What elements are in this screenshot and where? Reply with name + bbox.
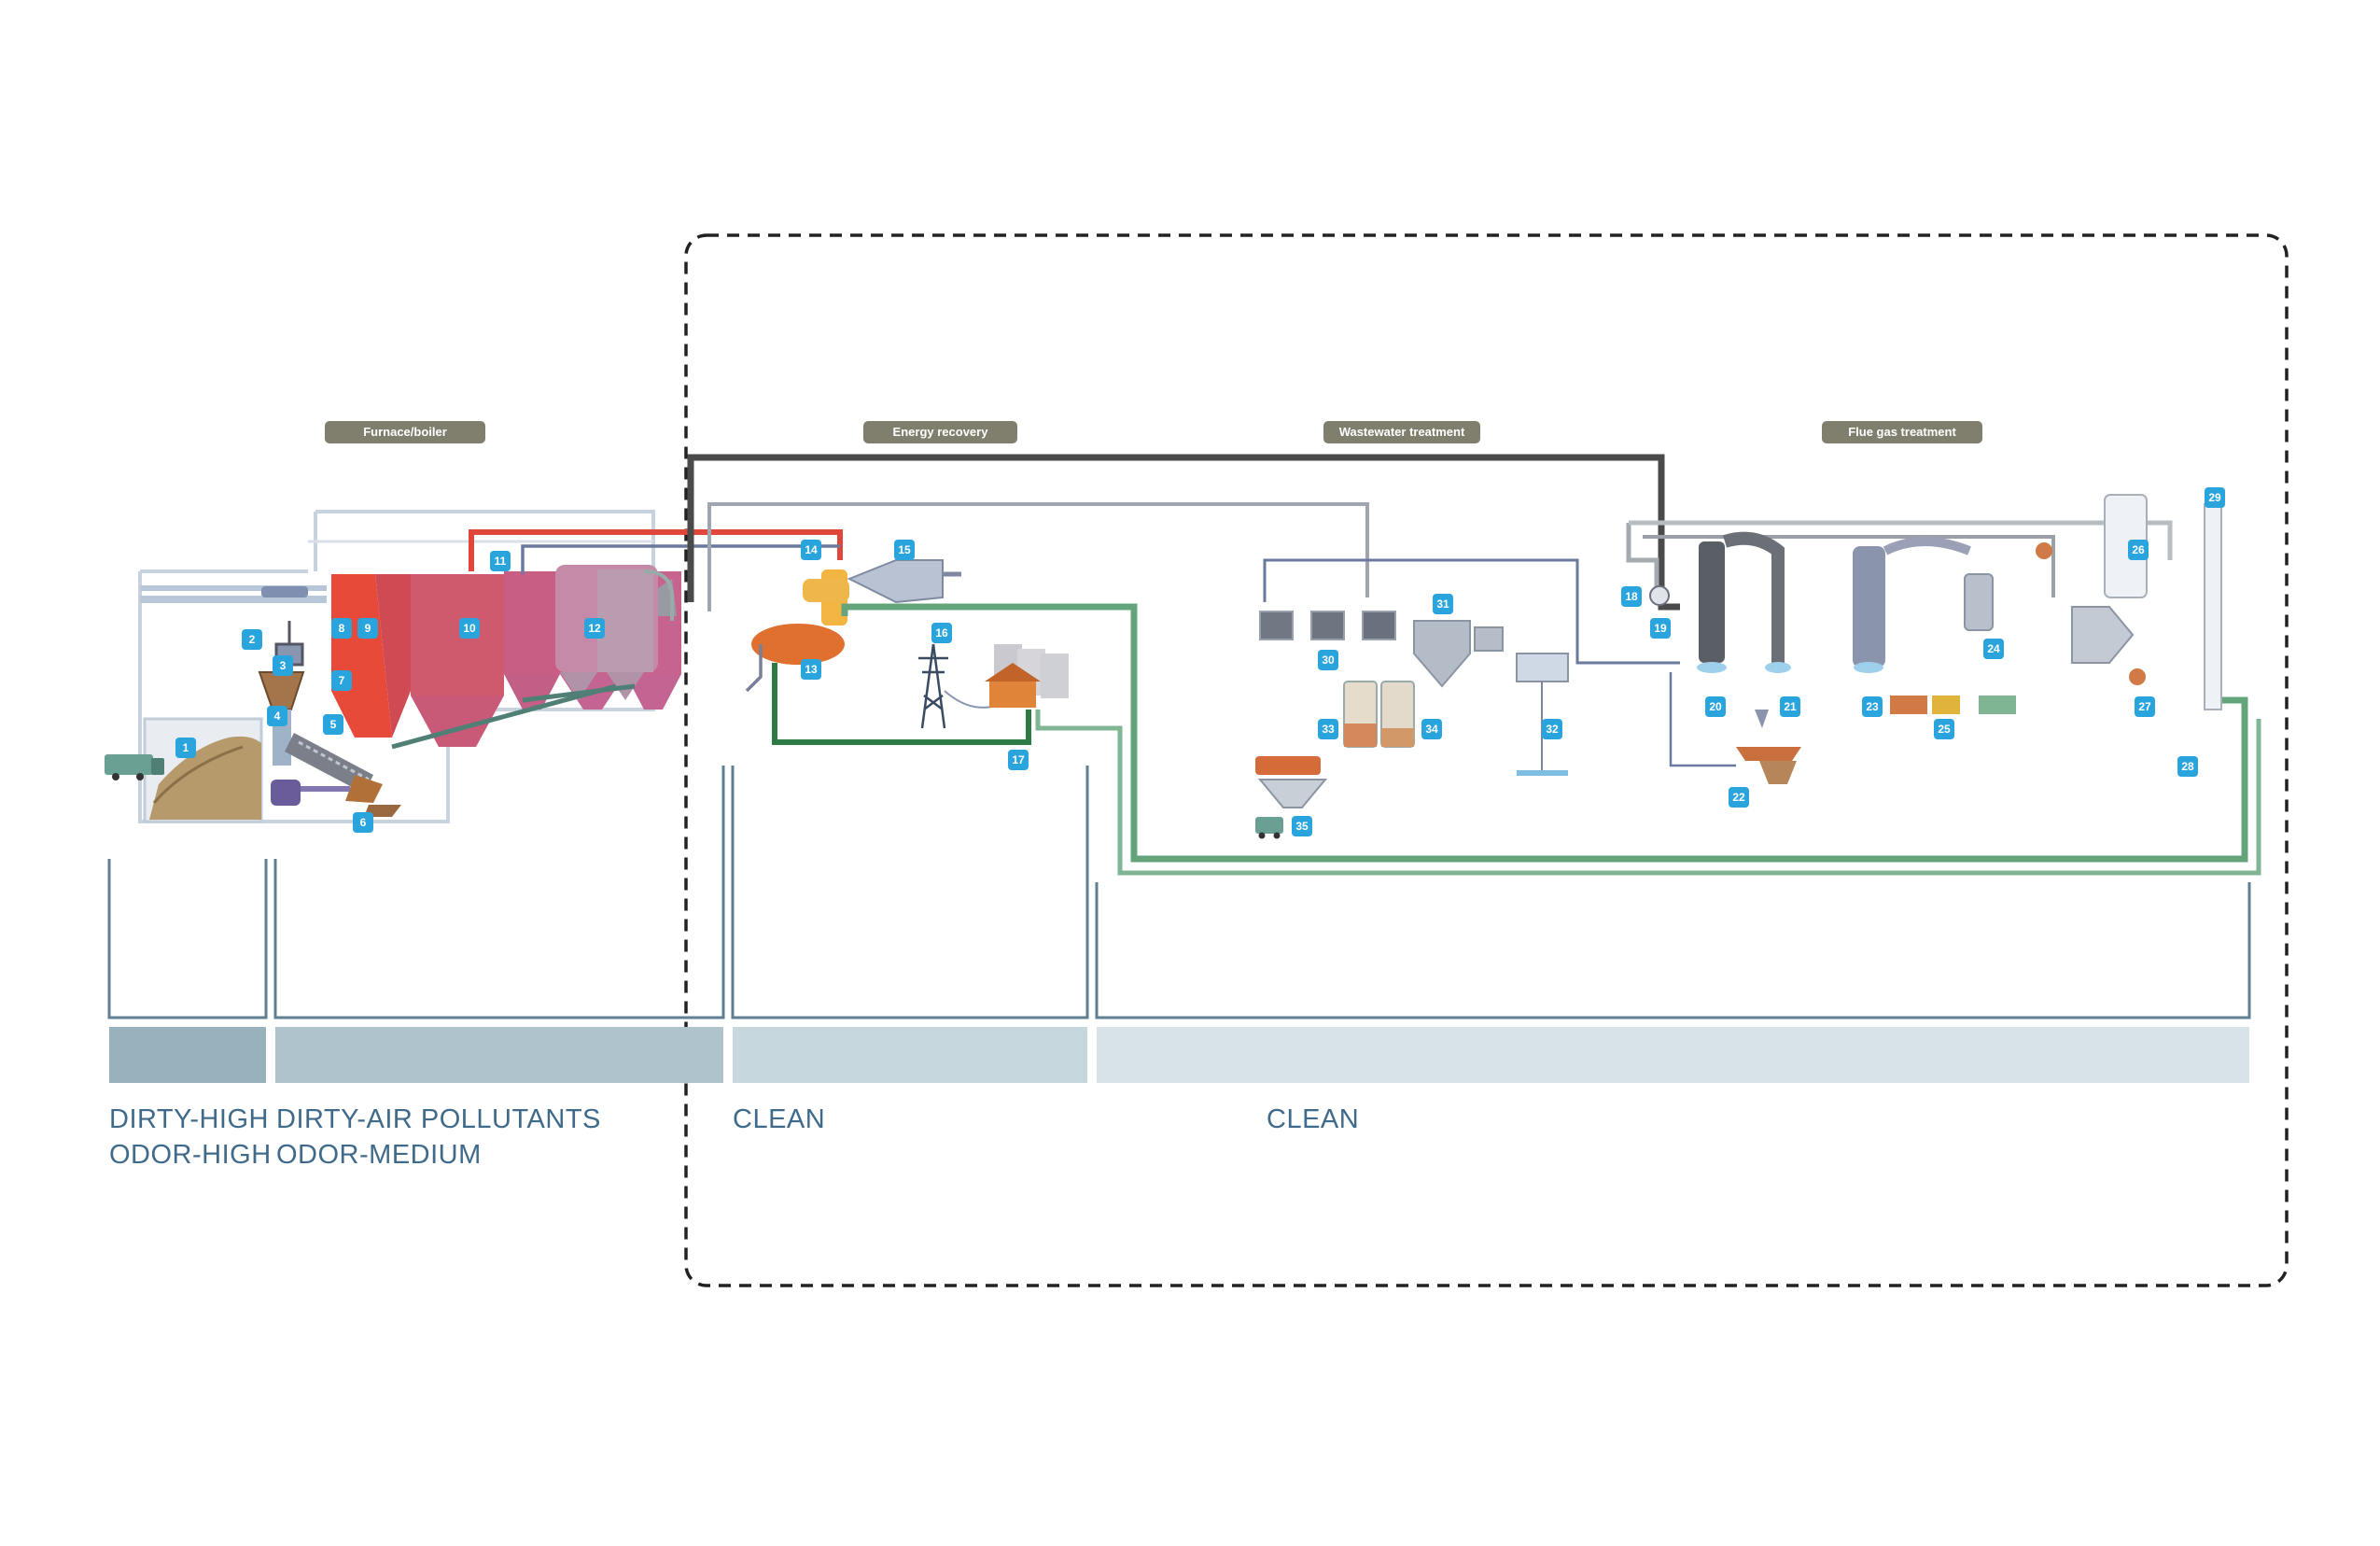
badge-11: 11 <box>490 551 511 571</box>
section-tag-furnace: Furnace/boiler <box>325 421 485 443</box>
wet-scrubber <box>1853 546 1885 668</box>
badge-3: 3 <box>273 655 293 676</box>
badge-21: 21 <box>1780 696 1800 717</box>
zone-label-3-line1: CLEAN <box>733 1104 826 1134</box>
badge-33: 33 <box>1318 719 1338 739</box>
zone-label-2-line2: ODOR-MEDIUM <box>276 1140 482 1170</box>
badge-27: 27 <box>2135 696 2155 717</box>
garbage-truck-icon <box>105 754 164 780</box>
badge-34: 34 <box>1421 719 1442 739</box>
badge-16: 16 <box>931 623 952 643</box>
zone-brackets <box>107 766 2251 1019</box>
zone-band-4 <box>1097 1027 2249 1083</box>
badge-6: 6 <box>353 812 373 833</box>
quench-tower <box>1699 541 1725 663</box>
badge-24: 24 <box>1983 639 2004 659</box>
clean-zone-boundary <box>684 233 2289 1287</box>
zone-band-2 <box>275 1027 723 1083</box>
zone-label-4: CLEAN <box>1267 1102 1359 1137</box>
waste-pile <box>149 736 261 820</box>
badge-18: 18 <box>1621 586 1642 607</box>
zone-band-1 <box>109 1027 266 1083</box>
wastewater-treatment-group <box>1255 558 1680 839</box>
zone-label-4-line1: CLEAN <box>1267 1104 1360 1134</box>
badge-22: 22 <box>1729 787 1749 808</box>
badge-31: 31 <box>1433 594 1453 614</box>
badge-12: 12 <box>584 618 605 639</box>
section-tag-fluegas: Flue gas treatment <box>1822 421 1982 443</box>
zone-band-3 <box>733 1027 1087 1083</box>
chimney <box>2204 503 2222 710</box>
zone-label-3: CLEAN <box>733 1102 825 1137</box>
badge-26: 26 <box>2128 540 2149 560</box>
flue-gas-treatment-group <box>1626 494 2222 784</box>
badge-15: 15 <box>894 540 915 560</box>
zone-label-2-line1: DIRTY-AIR POLLUTANTS <box>276 1104 601 1134</box>
badge-4: 4 <box>267 706 287 726</box>
badge-20: 20 <box>1705 696 1726 717</box>
zone-label-2: DIRTY-AIR POLLUTANTS ODOR-MEDIUM <box>276 1102 601 1173</box>
badge-9: 9 <box>357 618 378 639</box>
badge-1: 1 <box>175 738 196 758</box>
badge-10: 10 <box>459 618 480 639</box>
section-tag-energy: Energy recovery <box>863 421 1017 443</box>
boiler-pass-1 <box>411 574 504 696</box>
turbine <box>847 559 944 604</box>
sludge-truck-icon <box>1255 817 1283 839</box>
district-heating-buildings <box>985 644 1069 708</box>
zone-label-1-line2: ODOR-HIGH <box>109 1140 272 1170</box>
badge-17: 17 <box>1008 750 1029 770</box>
badge-8: 8 <box>331 618 352 639</box>
section-tag-wastewater: Wastewater treatment <box>1323 421 1480 443</box>
clarifier <box>1413 620 1471 688</box>
badge-30: 30 <box>1318 650 1338 670</box>
badge-5: 5 <box>323 714 343 735</box>
zone-label-1-line1: DIRTY-HIGH <box>109 1104 269 1134</box>
badge-32: 32 <box>1542 719 1562 739</box>
steam-drum <box>751 624 845 665</box>
badge-13: 13 <box>801 659 821 680</box>
badge-2: 2 <box>242 629 262 650</box>
badge-23: 23 <box>1862 696 1883 717</box>
energy-recovery-group <box>469 454 2261 876</box>
badge-28: 28 <box>2177 756 2198 777</box>
furnace-boiler-group <box>105 510 681 823</box>
badge-14: 14 <box>801 540 821 560</box>
badge-25: 25 <box>1934 719 1954 739</box>
badge-7: 7 <box>331 670 352 691</box>
badge-29: 29 <box>2205 487 2225 508</box>
zone-label-1: DIRTY-HIGH ODOR-HIGH <box>109 1102 272 1173</box>
badge-35: 35 <box>1292 816 1312 836</box>
badge-19: 19 <box>1650 618 1671 639</box>
transmission-tower-icon <box>918 643 948 729</box>
furnace-shaft <box>331 574 392 738</box>
